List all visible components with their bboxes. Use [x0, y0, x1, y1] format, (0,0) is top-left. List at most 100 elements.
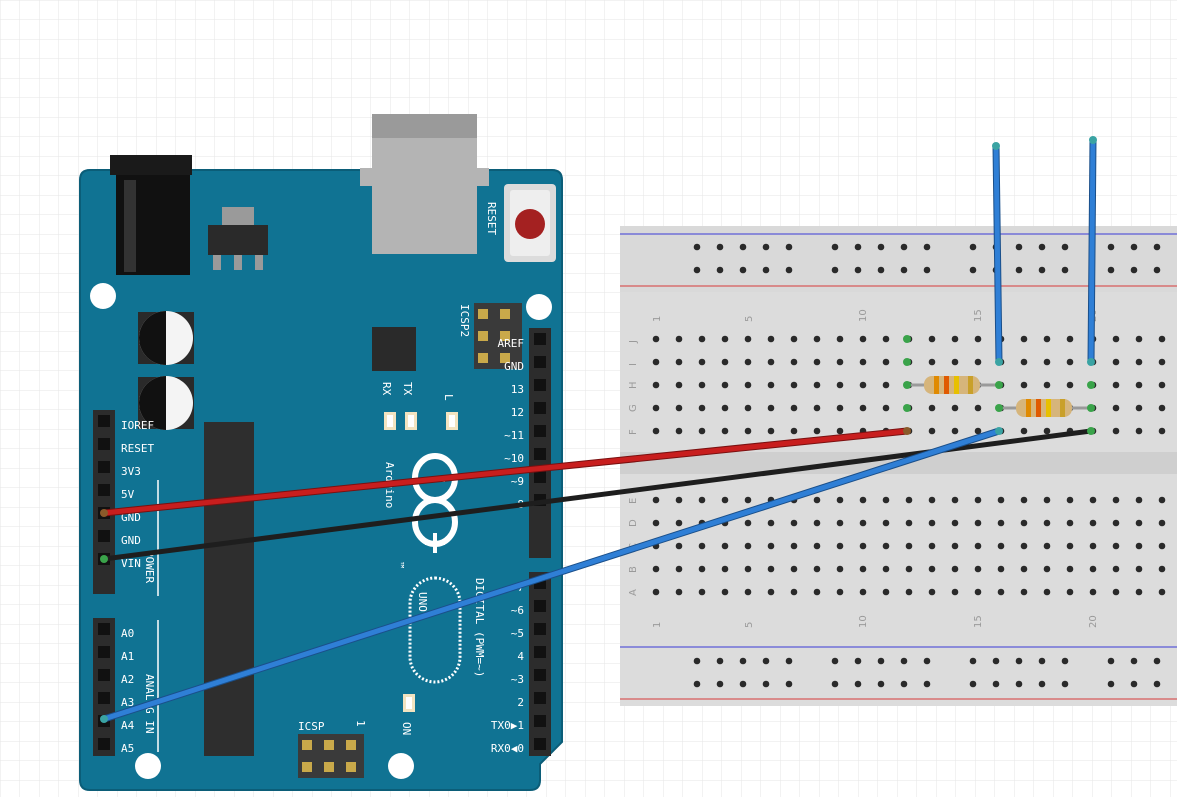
breadboard-hole[interactable]: [790, 404, 798, 412]
breadboard-hole[interactable]: [974, 542, 982, 550]
breadboard-hole[interactable]: [1112, 519, 1120, 527]
rail-hole[interactable]: [785, 266, 793, 274]
breadboard-hole[interactable]: [721, 358, 729, 366]
breadboard-hole[interactable]: [905, 565, 913, 573]
breadboard-hole[interactable]: [1043, 496, 1051, 504]
breadboard-hole[interactable]: [790, 519, 798, 527]
breadboard-hole[interactable]: [767, 381, 775, 389]
breadboard-hole[interactable]: [744, 588, 752, 596]
breadboard-hole[interactable]: [721, 542, 729, 550]
breadboard-hole[interactable]: [652, 427, 660, 435]
breadboard-hole[interactable]: [744, 335, 752, 343]
breadboard-hole[interactable]: [813, 519, 821, 527]
breadboard-hole[interactable]: [974, 519, 982, 527]
breadboard-hole[interactable]: [744, 381, 752, 389]
breadboard-hole[interactable]: [675, 542, 683, 550]
breadboard-hole[interactable]: [997, 588, 1005, 596]
breadboard-hole[interactable]: [721, 588, 729, 596]
breadboard-hole[interactable]: [721, 427, 729, 435]
breadboard-hole[interactable]: [1158, 427, 1166, 435]
rail-hole[interactable]: [1130, 680, 1138, 688]
rail-hole[interactable]: [923, 243, 931, 251]
rail-hole[interactable]: [1153, 680, 1161, 688]
breadboard-hole[interactable]: [721, 565, 729, 573]
breadboard-hole[interactable]: [836, 565, 844, 573]
breadboard-hole[interactable]: [767, 588, 775, 596]
breadboard-hole[interactable]: [928, 427, 936, 435]
breadboard-hole[interactable]: [859, 404, 867, 412]
breadboard-hole[interactable]: [744, 542, 752, 550]
breadboard-hole[interactable]: [1135, 519, 1143, 527]
header-pin[interactable]: [98, 692, 110, 704]
icsp2-pin[interactable]: [478, 309, 488, 319]
breadboard-hole[interactable]: [882, 565, 890, 573]
resistor-2[interactable]: [999, 399, 1091, 417]
breadboard-hole[interactable]: [767, 358, 775, 366]
rail-hole[interactable]: [716, 266, 724, 274]
header-pin[interactable]: [534, 448, 546, 460]
rail-hole[interactable]: [877, 680, 885, 688]
breadboard-hole[interactable]: [1112, 358, 1120, 366]
header-pin[interactable]: [534, 738, 546, 750]
rail-hole[interactable]: [831, 266, 839, 274]
breadboard-hole[interactable]: [1066, 519, 1074, 527]
breadboard-hole[interactable]: [790, 565, 798, 573]
rail-hole[interactable]: [1061, 680, 1069, 688]
header-pin[interactable]: [98, 623, 110, 635]
header-pin[interactable]: [98, 415, 110, 427]
rail-hole[interactable]: [762, 657, 770, 665]
breadboard-hole[interactable]: [1066, 358, 1074, 366]
rail-hole[interactable]: [877, 266, 885, 274]
breadboard-hole[interactable]: [1043, 519, 1051, 527]
breadboard-hole[interactable]: [836, 358, 844, 366]
header-pin[interactable]: [98, 484, 110, 496]
breadboard-hole[interactable]: [997, 496, 1005, 504]
rail-hole[interactable]: [854, 657, 862, 665]
breadboard-hole[interactable]: [1135, 496, 1143, 504]
breadboard-hole[interactable]: [1158, 519, 1166, 527]
breadboard-hole[interactable]: [905, 519, 913, 527]
rail-hole[interactable]: [877, 657, 885, 665]
breadboard-hole[interactable]: [974, 358, 982, 366]
rail-hole[interactable]: [969, 657, 977, 665]
breadboard-hole[interactable]: [1135, 542, 1143, 550]
rail-hole[interactable]: [969, 680, 977, 688]
breadboard-hole[interactable]: [951, 542, 959, 550]
breadboard-hole[interactable]: [790, 358, 798, 366]
breadboard-hole[interactable]: [652, 335, 660, 343]
rail-hole[interactable]: [693, 243, 701, 251]
breadboard-hole[interactable]: [652, 588, 660, 596]
rail-hole[interactable]: [1038, 680, 1046, 688]
breadboard-hole[interactable]: [836, 542, 844, 550]
breadboard-hole[interactable]: [1158, 381, 1166, 389]
header-pin[interactable]: [534, 646, 546, 658]
breadboard-hole[interactable]: [1112, 381, 1120, 389]
red-wire[interactable]: [100, 427, 911, 517]
breadboard-hole[interactable]: [1066, 588, 1074, 596]
icsp-pin[interactable]: [324, 762, 334, 772]
breadboard-hole[interactable]: [1066, 496, 1074, 504]
rail-hole[interactable]: [716, 657, 724, 665]
breadboard-hole[interactable]: [744, 519, 752, 527]
rail-hole[interactable]: [1038, 657, 1046, 665]
rail-hole[interactable]: [1107, 680, 1115, 688]
rail-hole[interactable]: [785, 243, 793, 251]
breadboard-hole[interactable]: [859, 381, 867, 389]
breadboard-hole[interactable]: [1112, 496, 1120, 504]
icsp2-pin[interactable]: [478, 353, 488, 363]
header-pin[interactable]: [534, 379, 546, 391]
breadboard-hole[interactable]: [974, 335, 982, 343]
resistor-1[interactable]: [907, 376, 999, 394]
breadboard-hole[interactable]: [997, 565, 1005, 573]
breadboard-hole[interactable]: [1158, 335, 1166, 343]
header-pin[interactable]: [98, 738, 110, 750]
icsp2-pin[interactable]: [500, 309, 510, 319]
breadboard-hole[interactable]: [928, 496, 936, 504]
header-pin[interactable]: [98, 646, 110, 658]
breadboard-hole[interactable]: [675, 588, 683, 596]
breadboard-hole[interactable]: [813, 427, 821, 435]
breadboard-hole[interactable]: [744, 404, 752, 412]
breadboard-hole[interactable]: [721, 381, 729, 389]
rail-hole[interactable]: [992, 657, 1000, 665]
breadboard-hole[interactable]: [951, 358, 959, 366]
